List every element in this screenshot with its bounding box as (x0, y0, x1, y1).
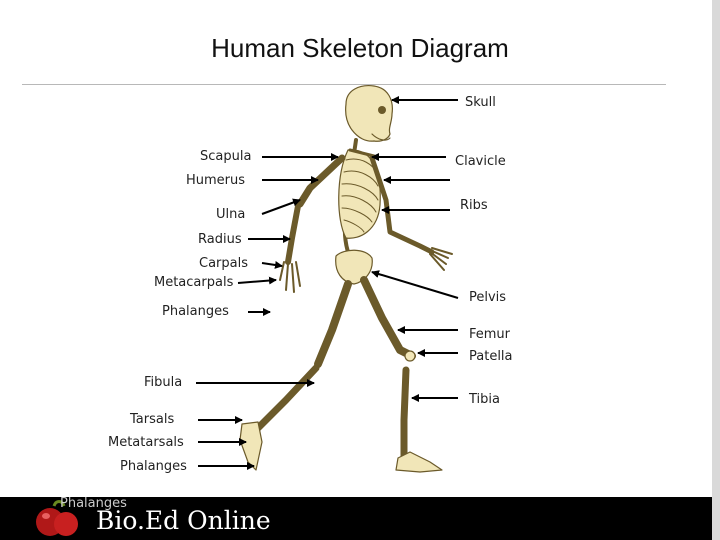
label-metacarpals: Metacarpals (154, 275, 234, 290)
footer-bar (0, 497, 712, 540)
label-pelvis: Pelvis (469, 290, 507, 305)
skeleton-figure (239, 85, 453, 473)
back-femur (314, 280, 352, 368)
right-edge-strip (712, 0, 720, 540)
eye-socket (378, 106, 386, 114)
label-radius: Radius (198, 232, 242, 247)
label-tibia: Tibia (469, 392, 500, 407)
label-metatarsals: Metatarsals (108, 435, 184, 450)
label-humerus: Humerus (186, 173, 246, 188)
label-patella: Patella (469, 349, 513, 364)
rib-lines (341, 158, 379, 233)
patella-bone (404, 350, 416, 362)
label-phalanges-hand: Phalanges (162, 304, 229, 319)
label-carpals: Carpals (199, 256, 248, 271)
front-foot (395, 451, 443, 473)
label-femur: Femur (469, 327, 511, 342)
label-phalanges-foot: Phalanges (120, 459, 187, 474)
label-skull: Skull (465, 95, 496, 110)
humerus-bone (296, 154, 346, 208)
page-title: Human Skeleton Diagram (211, 33, 509, 63)
skull-shape (345, 85, 393, 142)
label-ulna: Ulna (216, 207, 246, 222)
femur-bone (360, 276, 416, 360)
footer-brand: Bio.Ed Online (96, 506, 271, 535)
label-ribs: Ribs (460, 198, 488, 213)
pelvis-arrow (371, 270, 459, 299)
right-arrows (371, 96, 459, 402)
back-lower-leg (254, 364, 320, 432)
label-fibula: Fibula (144, 375, 183, 390)
carpals-arrow (261, 261, 283, 269)
pelvis-bone (335, 249, 373, 285)
label-clavicle: Clavicle (455, 154, 506, 169)
ulna-arrow (261, 198, 301, 215)
right-arm (369, 155, 435, 255)
metacarpals-arrow (237, 276, 277, 285)
footer-phalanges-label: Phalanges (60, 496, 127, 511)
label-scapula: Scapula (200, 149, 252, 164)
jaw-shape (371, 133, 391, 141)
logo-icon (36, 500, 78, 536)
left-hand (279, 261, 301, 293)
left-arrows (196, 153, 339, 470)
right-hand (429, 247, 453, 271)
label-tarsals: Tarsals (130, 412, 175, 427)
forearm-bones (285, 203, 301, 265)
clavicle-bone (348, 148, 376, 158)
back-foot (239, 421, 263, 471)
tibia-bone (400, 366, 410, 464)
title-divider (22, 84, 666, 85)
